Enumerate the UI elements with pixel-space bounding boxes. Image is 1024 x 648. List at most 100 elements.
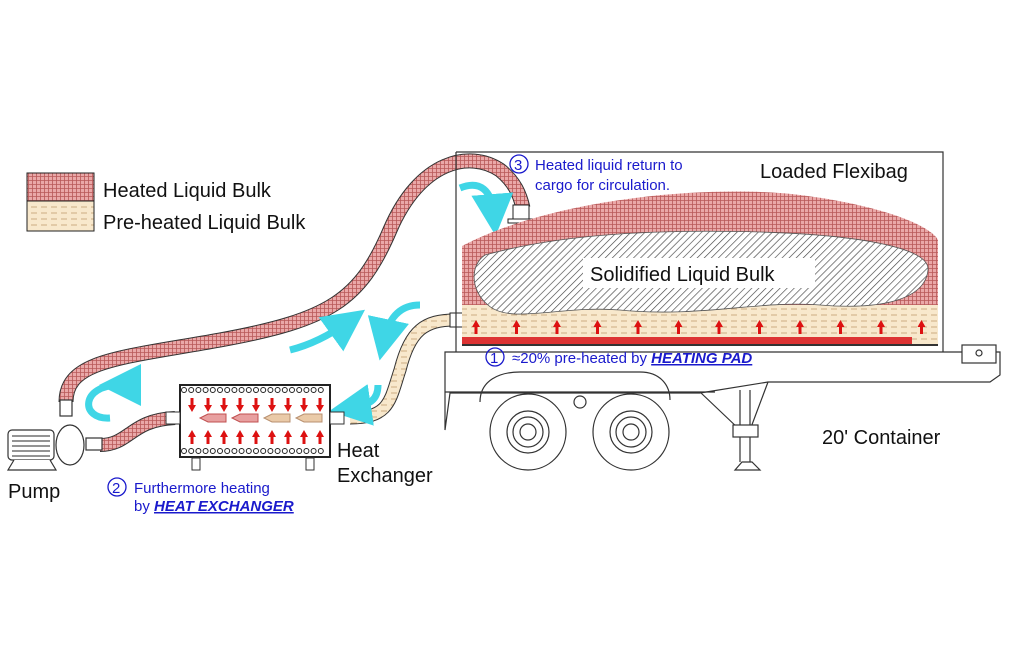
tube-circle — [296, 448, 303, 454]
bottom-outlet-fitting — [449, 312, 465, 328]
top-inlet-fitting — [512, 204, 530, 220]
step-3-line1: Heated liquid return to — [535, 157, 683, 174]
twistlock-box — [961, 344, 997, 364]
tube-circle — [188, 448, 195, 454]
flow-arrow-top-return — [458, 181, 514, 236]
heat-arrow — [220, 398, 228, 412]
heat-arrow — [715, 320, 723, 334]
heat-arrow — [472, 320, 480, 334]
flexibag-label: Loaded Flexibag — [760, 161, 908, 183]
tube-circle — [217, 387, 223, 393]
heat-arrow — [634, 320, 642, 334]
heating-pad — [462, 337, 912, 344]
heat-arrow — [188, 430, 196, 444]
flow-direction-arrow — [230, 413, 259, 423]
heat-arrow — [300, 398, 308, 412]
heat-exchanger-label-1: Heat — [337, 440, 380, 462]
trailer — [444, 344, 1001, 471]
tube-circle — [253, 448, 259, 454]
heating-arrows — [472, 320, 926, 334]
heat-arrow — [252, 430, 260, 444]
heat-arrow — [204, 430, 212, 444]
tube-circle — [317, 387, 324, 393]
tube-circle — [181, 448, 187, 454]
step-1: 1 ≈20% pre-heated by HEATING PAD — [485, 347, 752, 367]
heat-arrow — [204, 398, 212, 412]
preheated-layer — [462, 305, 938, 345]
step-1-emphasis: HEATING PAD — [651, 350, 752, 367]
flow-arrow-hose-mid — [289, 309, 366, 354]
legend-label-heated: Heated Liquid Bulk — [103, 180, 272, 202]
flow-direction-arrow — [262, 413, 291, 423]
tube-circle — [317, 448, 324, 454]
container — [455, 151, 944, 352]
tube-circle — [238, 387, 245, 393]
tube-circle — [209, 448, 216, 454]
heat-arrow — [674, 320, 683, 334]
tube-circle — [231, 448, 238, 454]
tube-circle — [289, 387, 295, 393]
svg-text:2: 2 — [112, 480, 120, 497]
tube-circle — [245, 387, 252, 393]
flow-arrow-to-exchanger — [329, 384, 382, 426]
tube-circle — [195, 448, 202, 454]
tube-circle — [310, 387, 317, 393]
heated-return-hose — [58, 153, 535, 403]
tube-circle — [274, 387, 281, 393]
wheel-front — [489, 393, 567, 471]
legend-swatch-preheated — [26, 200, 95, 232]
heat-arrow — [836, 320, 845, 334]
heat-arrow — [316, 398, 324, 412]
step-1-badge — [485, 347, 505, 367]
tube-circle — [217, 448, 223, 454]
tube-circle — [224, 448, 231, 454]
container-label: 20' Container — [822, 427, 941, 449]
tube-circle — [195, 387, 202, 393]
solidified-label: Solidified Liquid Bulk — [590, 264, 776, 286]
svg-text:3: 3 — [514, 157, 522, 174]
heat-arrow — [593, 320, 602, 334]
tube-circle — [281, 387, 288, 393]
tube-circle — [231, 387, 238, 393]
heat-arrow — [236, 430, 244, 444]
heat-arrow — [917, 320, 926, 334]
heat-exchanger — [165, 384, 345, 471]
heat-exchanger-label-2: Exchanger — [337, 465, 433, 487]
step-3-badge — [509, 154, 529, 174]
step-2-line2: by HEAT EXCHANGER — [134, 498, 294, 515]
heat-arrow — [877, 320, 885, 334]
tube-circle — [181, 387, 187, 393]
tube-circle — [267, 387, 274, 393]
tube-circle — [202, 448, 209, 454]
tube-circle — [202, 387, 209, 393]
heat-arrow — [316, 430, 324, 444]
heat-arrow — [284, 430, 292, 444]
tube-circle — [310, 448, 317, 454]
step-1-text: ≈20% pre-heated by HEATING PAD — [512, 350, 752, 367]
heat-arrow — [252, 398, 260, 412]
heat-arrow — [755, 320, 764, 334]
heat-arrow — [268, 398, 276, 412]
tube-circle — [260, 448, 267, 454]
flow-arrows — [85, 181, 514, 426]
tube-circle — [238, 448, 245, 454]
heat-arrow — [553, 320, 561, 334]
pump-to-exchanger-hose — [99, 411, 176, 452]
pump-label: Pump — [8, 481, 60, 503]
heat-arrow — [220, 430, 228, 444]
heat-arrow — [300, 430, 308, 444]
preheated-supply-hose — [349, 312, 465, 425]
tube-circle — [303, 387, 310, 393]
heat-arrow — [188, 398, 196, 412]
tube-circle — [281, 448, 288, 454]
step-2-line1: Furthermore heating — [134, 480, 270, 497]
heat-arrow — [284, 398, 292, 412]
tube-circle — [209, 387, 216, 393]
tube-circle — [260, 387, 267, 393]
flow-direction-arrow — [294, 413, 323, 423]
tube-circle — [188, 387, 195, 393]
tube-circle — [289, 448, 295, 454]
pump — [6, 399, 103, 471]
tube-circle — [303, 448, 310, 454]
